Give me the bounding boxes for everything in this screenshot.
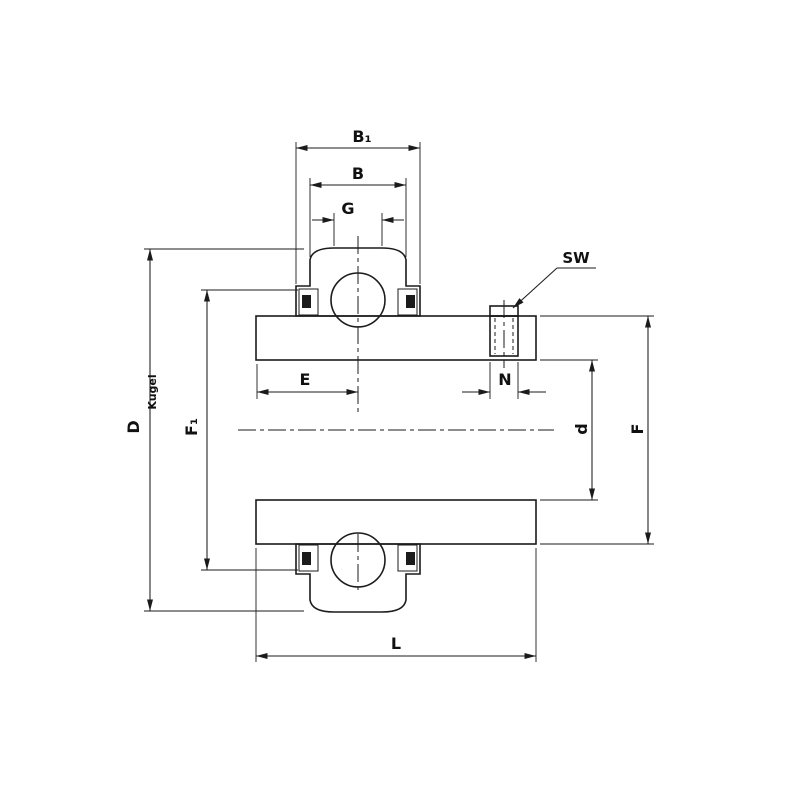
inner-ring-lower-section: [255, 499, 537, 545]
label-d-bore: d: [572, 423, 591, 434]
dim-f1: F₁: [182, 289, 298, 571]
dim-l: L: [255, 548, 537, 662]
seal-lip: [302, 295, 311, 308]
inner-ring-upper-section: [255, 315, 537, 361]
label-f: F: [628, 424, 647, 435]
seal-lip: [406, 552, 415, 565]
label-l: L: [391, 634, 401, 653]
dim-b: B: [309, 164, 407, 257]
seal-bottom-right: [397, 544, 418, 572]
seal-top-left: [298, 288, 319, 316]
dim-g: G: [312, 199, 404, 246]
seal-body: [397, 288, 418, 316]
centerlines: [238, 236, 554, 592]
dim-b1: B₁: [295, 127, 421, 284]
label-sw: SW: [562, 249, 590, 267]
outer-ring-lower-section: [295, 543, 421, 613]
label-e: E: [300, 370, 311, 389]
leader-line: [512, 267, 558, 309]
seal-bottom-left: [298, 544, 319, 572]
label-g: G: [341, 199, 354, 218]
dim-d-outer: D Kugel: [124, 248, 304, 612]
label-kugel: Kugel: [146, 374, 159, 409]
label-f1: F₁: [182, 418, 201, 436]
seal-body: [298, 544, 319, 572]
label-b: B: [352, 164, 364, 183]
dim-n: N: [462, 362, 546, 399]
label-d-outer: D: [124, 420, 143, 433]
label-n: N: [498, 370, 511, 389]
dim-e: E: [256, 364, 358, 399]
dim-f: F: [540, 315, 654, 545]
seal-lip: [406, 295, 415, 308]
seal-body: [397, 544, 418, 572]
label-b1: B₁: [352, 127, 371, 146]
dim-d-bore: d: [540, 359, 598, 501]
outer-ring-upper-section: [295, 247, 421, 317]
dim-sw: SW: [512, 249, 596, 309]
seal-top-right: [397, 288, 418, 316]
seal-body: [298, 288, 319, 316]
seal-lip: [302, 552, 311, 565]
